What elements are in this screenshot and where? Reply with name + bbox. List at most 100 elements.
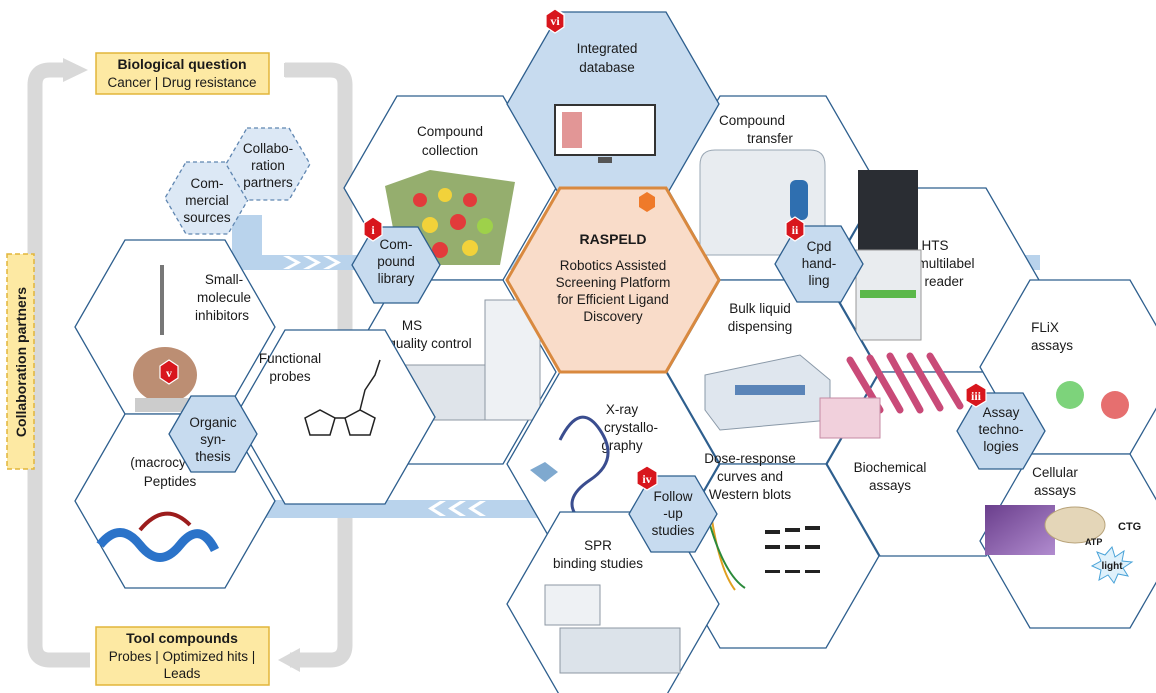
stir-plate bbox=[135, 398, 195, 412]
follow-up-line3: studies bbox=[652, 523, 695, 538]
atp-label: ATP bbox=[1085, 537, 1102, 547]
spr-line2: binding studies bbox=[553, 556, 643, 571]
tile-functional-probes: Functional probes bbox=[234, 329, 436, 505]
compound-library-line2: pound bbox=[377, 254, 415, 269]
ms-qc-line2: quality control bbox=[388, 336, 471, 351]
center-line1: Robotics Assisted bbox=[560, 258, 667, 273]
badge-iv-label: iv bbox=[642, 472, 651, 486]
hts-reader-line3: reader bbox=[924, 274, 964, 289]
organic-synthesis-line2: syn- bbox=[200, 432, 226, 447]
bulk-liquid-line2: dispensing bbox=[728, 319, 793, 334]
hts-reader-line1: HTS bbox=[922, 238, 949, 253]
peptide-staple bbox=[138, 511, 192, 532]
commercial-line1: Com- bbox=[191, 176, 224, 191]
dispenser-panel bbox=[790, 180, 808, 220]
small-molecule-line1: Small- bbox=[205, 272, 243, 287]
tile-cellular: Cellular assays CTG ATP light bbox=[979, 453, 1156, 629]
center-line4: Discovery bbox=[583, 309, 643, 324]
module-organic-synthesis: Organic syn- thesis v bbox=[159, 359, 258, 473]
center-line3: for Efficient Ligand bbox=[557, 292, 669, 307]
functional-probes-line2: probes bbox=[269, 369, 311, 384]
flix-line1: FLiX bbox=[1031, 320, 1059, 335]
spr-monitor-image bbox=[544, 584, 601, 626]
compound-wells bbox=[413, 188, 493, 258]
cell-microscopy-image bbox=[985, 505, 1055, 555]
module-assay-technologies: Assay techno- logies iii bbox=[956, 382, 1046, 470]
badge-ii-label: ii bbox=[792, 223, 799, 237]
collaboration-line3: partners bbox=[243, 175, 293, 190]
peptide-helix-image bbox=[96, 528, 220, 562]
flix-red-protein bbox=[1101, 391, 1129, 419]
tool-compounds-title: Tool compounds bbox=[126, 630, 238, 646]
tool-compounds-box: Tool compounds Probes | Optimized hits |… bbox=[95, 626, 270, 686]
organic-synthesis-line1: Organic bbox=[189, 415, 237, 430]
atp-cell-image bbox=[1044, 506, 1106, 544]
collaboration-partners-label: Collaboration partners bbox=[13, 287, 29, 437]
biological-question-subtitle: Cancer | Drug resistance bbox=[107, 75, 256, 90]
xray-line1: X-ray bbox=[606, 402, 639, 417]
macrocyclic-peptides-line2: Peptides bbox=[144, 474, 197, 489]
compound-transfer-line2: transfer bbox=[747, 131, 793, 146]
gray-dashes-bottom bbox=[66, 653, 86, 667]
light-burst-icon bbox=[1090, 545, 1134, 584]
flix-line2: assays bbox=[1031, 338, 1073, 353]
flow-chevrons-left bbox=[428, 501, 486, 516]
dispenser-tray bbox=[735, 385, 805, 395]
tool-compounds-line2: Leads bbox=[164, 666, 201, 681]
database-heatmap bbox=[562, 112, 582, 148]
follow-up-line1: Follow bbox=[653, 489, 692, 504]
cpd-handling-line2: hand- bbox=[802, 256, 837, 271]
module-cpd-handling: Cpd hand- ling ii bbox=[774, 216, 864, 303]
organic-synthesis-line3: thesis bbox=[195, 449, 231, 464]
dose-curve-1 bbox=[711, 519, 736, 591]
badge-v bbox=[159, 359, 179, 385]
monitor-stand bbox=[598, 157, 612, 163]
collaboration-line2: ration bbox=[251, 158, 285, 173]
cpd-handling-line1: Cpd bbox=[807, 239, 832, 254]
light-label: light bbox=[1101, 561, 1123, 572]
cellular-line2: assays bbox=[1034, 483, 1076, 498]
module-follow-up-studies: Follow -up studies iv bbox=[628, 465, 718, 553]
module-compound-library: Com- pound library i bbox=[351, 216, 441, 304]
assay-technologies-line2: techno- bbox=[978, 422, 1023, 437]
cpd-handling-line3: ling bbox=[808, 273, 829, 288]
hts-reader-stripe bbox=[860, 290, 916, 298]
badge-v-label: v bbox=[166, 366, 172, 380]
tile-spr: SPR binding studies bbox=[506, 511, 720, 693]
compound-transfer-line1: Compound bbox=[719, 113, 785, 128]
source-commercial: Com- mercial sources bbox=[164, 161, 250, 235]
biochemical-line1: Biochemical bbox=[854, 460, 927, 475]
dose-response-line3: Western blots bbox=[709, 487, 792, 502]
badge-iii-label: iii bbox=[971, 389, 982, 403]
cellular-line1: Cellular bbox=[1032, 465, 1078, 480]
module-integrated-database: Integrated database vi bbox=[506, 8, 720, 197]
source-collaboration: Collabo- ration partners bbox=[225, 127, 311, 201]
follow-up-line2: -up bbox=[663, 506, 683, 521]
flask-stand bbox=[160, 265, 164, 335]
gray-arrow-head-top bbox=[63, 58, 88, 82]
compound-collection-line2: collection bbox=[422, 143, 478, 158]
collaboration-partners-box: Collaboration partners bbox=[6, 253, 35, 470]
western-blot-bands bbox=[765, 526, 820, 573]
badge-ii bbox=[785, 216, 805, 242]
center-raspeld: RASPELD Robotics Assisted Screening Plat… bbox=[505, 186, 721, 374]
badge-i bbox=[363, 216, 383, 242]
dose-response-line2: curves and bbox=[717, 469, 783, 484]
center-hex-marker bbox=[639, 192, 655, 212]
dose-response-line1: Dose-response bbox=[704, 451, 796, 466]
small-molecule-line3: inhibitors bbox=[195, 308, 249, 323]
ctg-label: CTG bbox=[1118, 521, 1141, 533]
biological-question-title: Biological question bbox=[117, 56, 246, 72]
center-line2: Screening Platform bbox=[556, 275, 671, 290]
assay-plate-image bbox=[819, 397, 881, 439]
center-title: RASPELD bbox=[580, 231, 647, 247]
bulk-liquid-line1: Bulk liquid bbox=[729, 301, 791, 316]
badge-vi-label: vi bbox=[550, 14, 560, 28]
flow-chevrons-right bbox=[283, 256, 341, 269]
gray-dashes-top bbox=[284, 63, 304, 77]
integrated-database-line2: database bbox=[579, 60, 635, 75]
xray-line3: graphy bbox=[601, 438, 643, 453]
biochemical-line2: assays bbox=[869, 478, 911, 493]
gray-arrow-head-bottom bbox=[278, 648, 300, 672]
